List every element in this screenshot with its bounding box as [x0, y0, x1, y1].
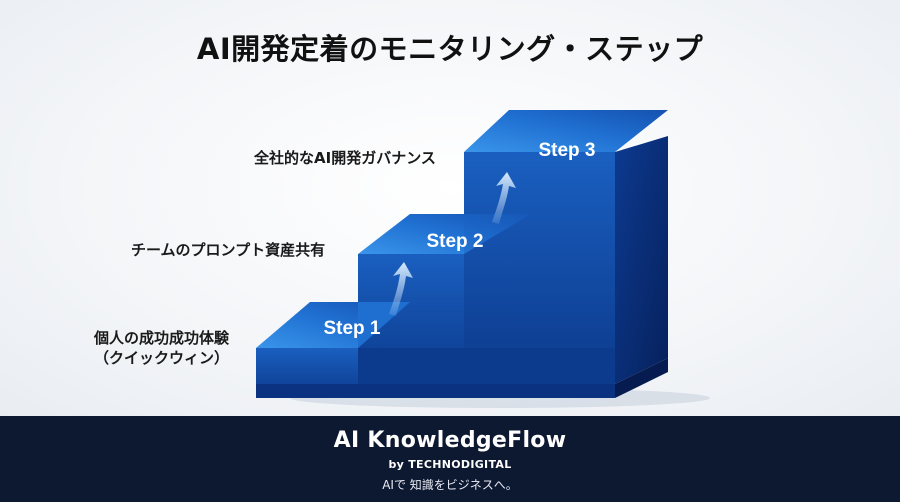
footer-tagline: AIで 知識をビジネスへ。: [382, 478, 518, 492]
step-3-top: [464, 110, 668, 152]
step-2-top-right: [464, 214, 531, 254]
page-title: AI開発定着のモニタリング・ステップ: [196, 32, 704, 66]
staircase-side-face: [615, 136, 668, 384]
step-3-caption-line-1: 全社的なAI開発ガバナンス: [254, 149, 436, 167]
arrow-step-1-to-2: [389, 262, 413, 316]
arrow-step-2-to-3: [492, 172, 516, 224]
step-3-label: Step 3: [538, 140, 595, 161]
step-3-front-bottom: [464, 348, 615, 384]
staircase-diagram: Step 1 Step 2 Step 3: [256, 110, 710, 408]
step-3-riser: [464, 152, 615, 384]
footer: AI KnowledgeFlow by TECHNODIGITAL AIで 知識…: [0, 416, 900, 502]
base-side-face: [615, 358, 668, 398]
step-1-caption-line-1: 個人の成功成功体験: [94, 329, 230, 347]
step-3-caption: 全社的なAI開発ガバナンス: [254, 148, 436, 168]
step-2-caption: チームのプロンプト資産共有: [131, 240, 325, 260]
footer-byline: by TECHNODIGITAL: [388, 458, 512, 471]
base-front-strip: [256, 384, 615, 398]
step-1-top-ext: [358, 302, 410, 348]
step-1-caption-line-2: （クイックウィン）: [94, 349, 230, 367]
footer-brand: AI KnowledgeFlow: [333, 428, 567, 453]
step-2-top: [358, 214, 531, 254]
step-1-label: Step 1: [323, 318, 380, 339]
step-1-caption: 個人の成功成功体験 （クイックウィン）: [94, 328, 229, 368]
step-2-label: Step 2: [426, 231, 483, 252]
step-2-caption-line-1: チームのプロンプト資産共有: [131, 241, 326, 259]
